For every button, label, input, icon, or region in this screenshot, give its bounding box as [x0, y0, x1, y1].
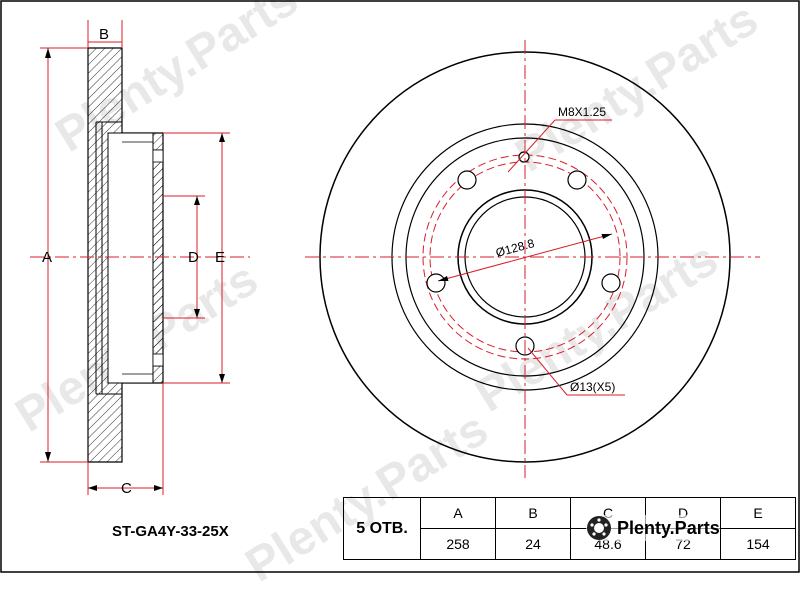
- header-e: E: [720, 497, 796, 529]
- side-section-view: [87, 47, 164, 463]
- value-e: 154: [720, 528, 796, 560]
- threaded-hole: [518, 151, 530, 163]
- pcd-dimension: [437, 233, 613, 282]
- thread-leader: [507, 119, 612, 173]
- dim-label-d: D: [188, 249, 199, 266]
- value-b: 24: [495, 528, 571, 560]
- bolt-hole: [457, 170, 477, 190]
- dim-label-c: C: [121, 480, 132, 497]
- plenty-parts-logo: Plenty.Parts: [586, 515, 720, 541]
- hub-recess: [107, 132, 154, 384]
- hole-leader: [527, 347, 625, 396]
- dim-label-e: E: [215, 249, 225, 266]
- dimension-c: [87, 383, 164, 495]
- header-b: B: [495, 497, 571, 529]
- thread-label: M8X1.25: [558, 105, 606, 119]
- bolt-hole-count: 5 ОТВ.: [343, 497, 421, 560]
- dim-label-b: B: [99, 26, 109, 43]
- hole-label: Ø13(X5): [570, 380, 615, 394]
- part-number: ST-GA4Y-33-25X: [112, 523, 229, 540]
- dim-label-a: A: [42, 249, 52, 266]
- bolt-hole: [426, 273, 446, 293]
- header-a: A: [420, 497, 496, 529]
- drawing-frame: [0, 0, 800, 573]
- spec-table: 5 ОТВ. A B C D E 258 24 48.6 72 154: [343, 497, 796, 560]
- bolt-hole: [567, 170, 587, 190]
- logo-text: Plenty.Parts: [617, 517, 720, 538]
- bolt-hole: [601, 273, 621, 293]
- brake-disc-drawing: A B C D E: [0, 0, 800, 573]
- hub-plate: [152, 149, 164, 367]
- value-a: 258: [420, 528, 496, 560]
- dimension-d: [163, 195, 205, 319]
- dimension-b: [87, 20, 123, 48]
- disc-logo-icon: [587, 516, 611, 540]
- dimension-e: [163, 132, 230, 384]
